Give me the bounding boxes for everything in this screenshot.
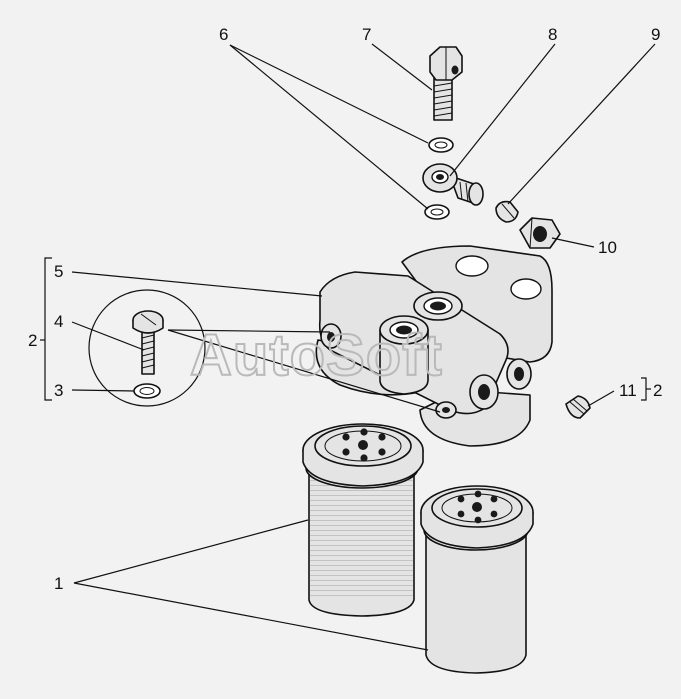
callout-7: 7 — [362, 25, 371, 44]
callout-1: 1 — [54, 574, 63, 593]
watermark-text: AutoSoft — [190, 323, 443, 388]
sealing-washer-upper — [428, 137, 454, 153]
callout-5: 5 — [54, 262, 63, 281]
callout-4: 4 — [54, 312, 63, 331]
filter-housing — [315, 245, 553, 447]
filter-element-left — [302, 423, 424, 617]
drain-plug — [565, 395, 591, 419]
callout-2-left: 2 — [28, 331, 37, 350]
banjo-bolt — [429, 46, 463, 121]
callout-9: 9 — [651, 25, 660, 44]
callout-11: 11 — [619, 381, 637, 400]
banjo-fitting — [422, 163, 484, 206]
hex-nut — [519, 217, 561, 249]
callout-6: 6 — [219, 25, 228, 44]
plug — [495, 200, 519, 223]
filter-element-right — [420, 485, 534, 674]
callout-10: 10 — [598, 238, 617, 257]
detail-inset — [88, 289, 206, 407]
callout-8: 8 — [548, 25, 557, 44]
sealing-washer-lower — [424, 204, 450, 220]
callout-2-right: 2 — [653, 381, 662, 400]
leader-lines — [40, 43, 656, 651]
callout-3: 3 — [54, 381, 63, 400]
